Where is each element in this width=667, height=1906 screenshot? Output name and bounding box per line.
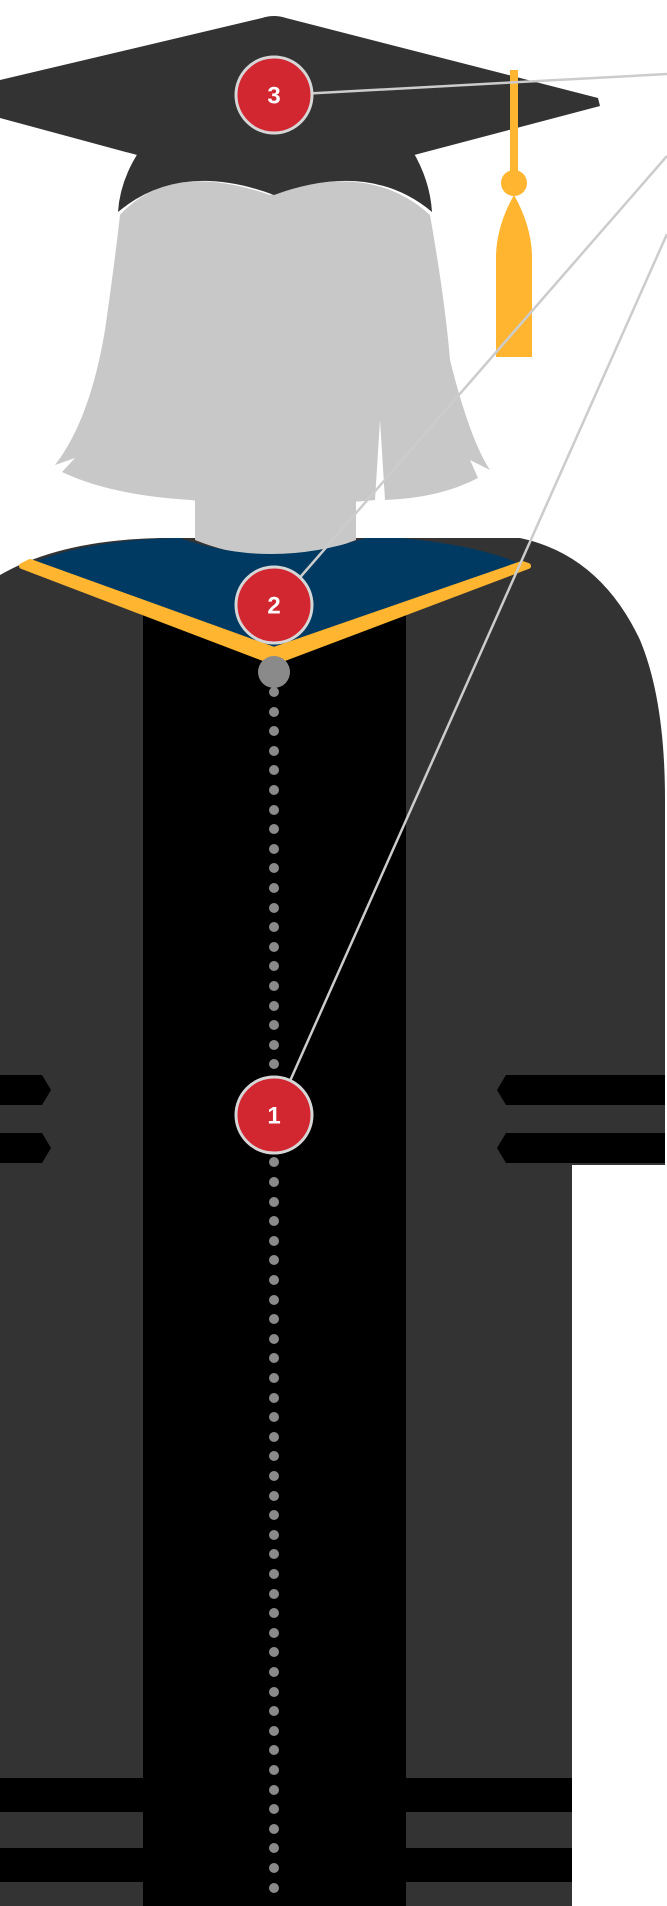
gown-button-dot: [269, 1491, 279, 1501]
gown-button-dot: [269, 1295, 279, 1305]
gown-button-dot: [269, 1275, 279, 1285]
hem-band-4: [406, 1848, 572, 1882]
gown-button-dot: [269, 765, 279, 775]
hem-band-1: [0, 1778, 143, 1812]
gown-button-dot: [269, 1471, 279, 1481]
gown-button-dot: [269, 687, 279, 697]
gown-button-dot: [269, 1549, 279, 1559]
hem-band-2: [0, 1848, 143, 1882]
gown-button-dot: [269, 1373, 279, 1383]
gown-button-dot: [269, 1197, 279, 1207]
gown-button-dot: [269, 883, 279, 893]
marker-1-label: 1: [267, 1103, 280, 1130]
tassel-cord: [510, 70, 518, 185]
gown-button-dot: [269, 746, 279, 756]
gown-button-dot: [269, 1040, 279, 1050]
gown-button-dot: [269, 1334, 279, 1344]
left-sleeve-band-lower: [0, 1133, 51, 1163]
gown-button-dot: [269, 1255, 279, 1265]
gown-button-dot: [269, 1687, 279, 1697]
marker-2-label: 2: [267, 593, 280, 620]
gown-button-dot: [269, 1451, 279, 1461]
gown-button-dot: [269, 726, 279, 736]
gown-button-dot: [269, 1706, 279, 1716]
gown-button-dot: [269, 785, 279, 795]
gown-button-dot: [269, 1236, 279, 1246]
left-sleeve-band-upper: [0, 1075, 51, 1105]
gown-button-dot: [269, 1765, 279, 1775]
gown-button-dot: [269, 1020, 279, 1030]
gown-button-dot: [269, 1216, 279, 1226]
gown-button-dot: [269, 1745, 279, 1755]
gown-button-dot: [269, 1667, 279, 1677]
gown-button-dot: [269, 1412, 279, 1422]
gown-button-dot: [269, 1785, 279, 1795]
gown-button-dot: [269, 942, 279, 952]
gown-button-dot: [269, 1863, 279, 1873]
gown-button-dot: [269, 1393, 279, 1403]
right-sleeve-band-upper: [497, 1075, 665, 1105]
gown-button-dot: [269, 1353, 279, 1363]
gown-button-dot: [269, 1530, 279, 1540]
gown-button-dot: [269, 1510, 279, 1520]
gown-button-dot: [269, 1647, 279, 1657]
gown-button-dot: [269, 1432, 279, 1442]
hair: [55, 181, 490, 502]
top-button: [258, 656, 290, 688]
gown-button-dot: [269, 981, 279, 991]
gown-button-dot: [269, 1726, 279, 1736]
gown-button-dot: [269, 1059, 279, 1069]
gown-button-dot: [269, 1177, 279, 1187]
gown-button-dot: [269, 1589, 279, 1599]
gown-button-dot: [269, 844, 279, 854]
hem-band-3: [406, 1778, 572, 1812]
marker-3[interactable]: 3: [236, 57, 312, 133]
marker-3-label: 3: [267, 83, 280, 110]
head: [55, 181, 490, 556]
gown-button-dot: [269, 863, 279, 873]
gown-button-dot: [269, 1824, 279, 1834]
gown-button-dot: [269, 1001, 279, 1011]
right-sleeve-band-lower: [497, 1133, 665, 1163]
gown-button-dot: [269, 1804, 279, 1814]
marker-2[interactable]: 2: [236, 567, 312, 643]
gown-button-dot: [269, 1157, 279, 1167]
gown: [0, 538, 665, 1906]
gown-button-dot: [269, 707, 279, 717]
gown-button-dot: [269, 1628, 279, 1638]
tassel-knot: [501, 170, 527, 196]
gown-button-dot: [269, 1608, 279, 1618]
gown-button-dot: [269, 903, 279, 913]
gown-button-dot: [269, 824, 279, 834]
gown-button-dot: [269, 961, 279, 971]
gown-button-dot: [269, 922, 279, 932]
gown-button-dot: [269, 1569, 279, 1579]
gown-button-dot: [269, 1314, 279, 1324]
gown-button-dot: [269, 1883, 279, 1893]
gown-button-dot: [269, 1843, 279, 1853]
marker-1[interactable]: 1: [236, 1077, 312, 1153]
gown-button-dot: [269, 805, 279, 815]
